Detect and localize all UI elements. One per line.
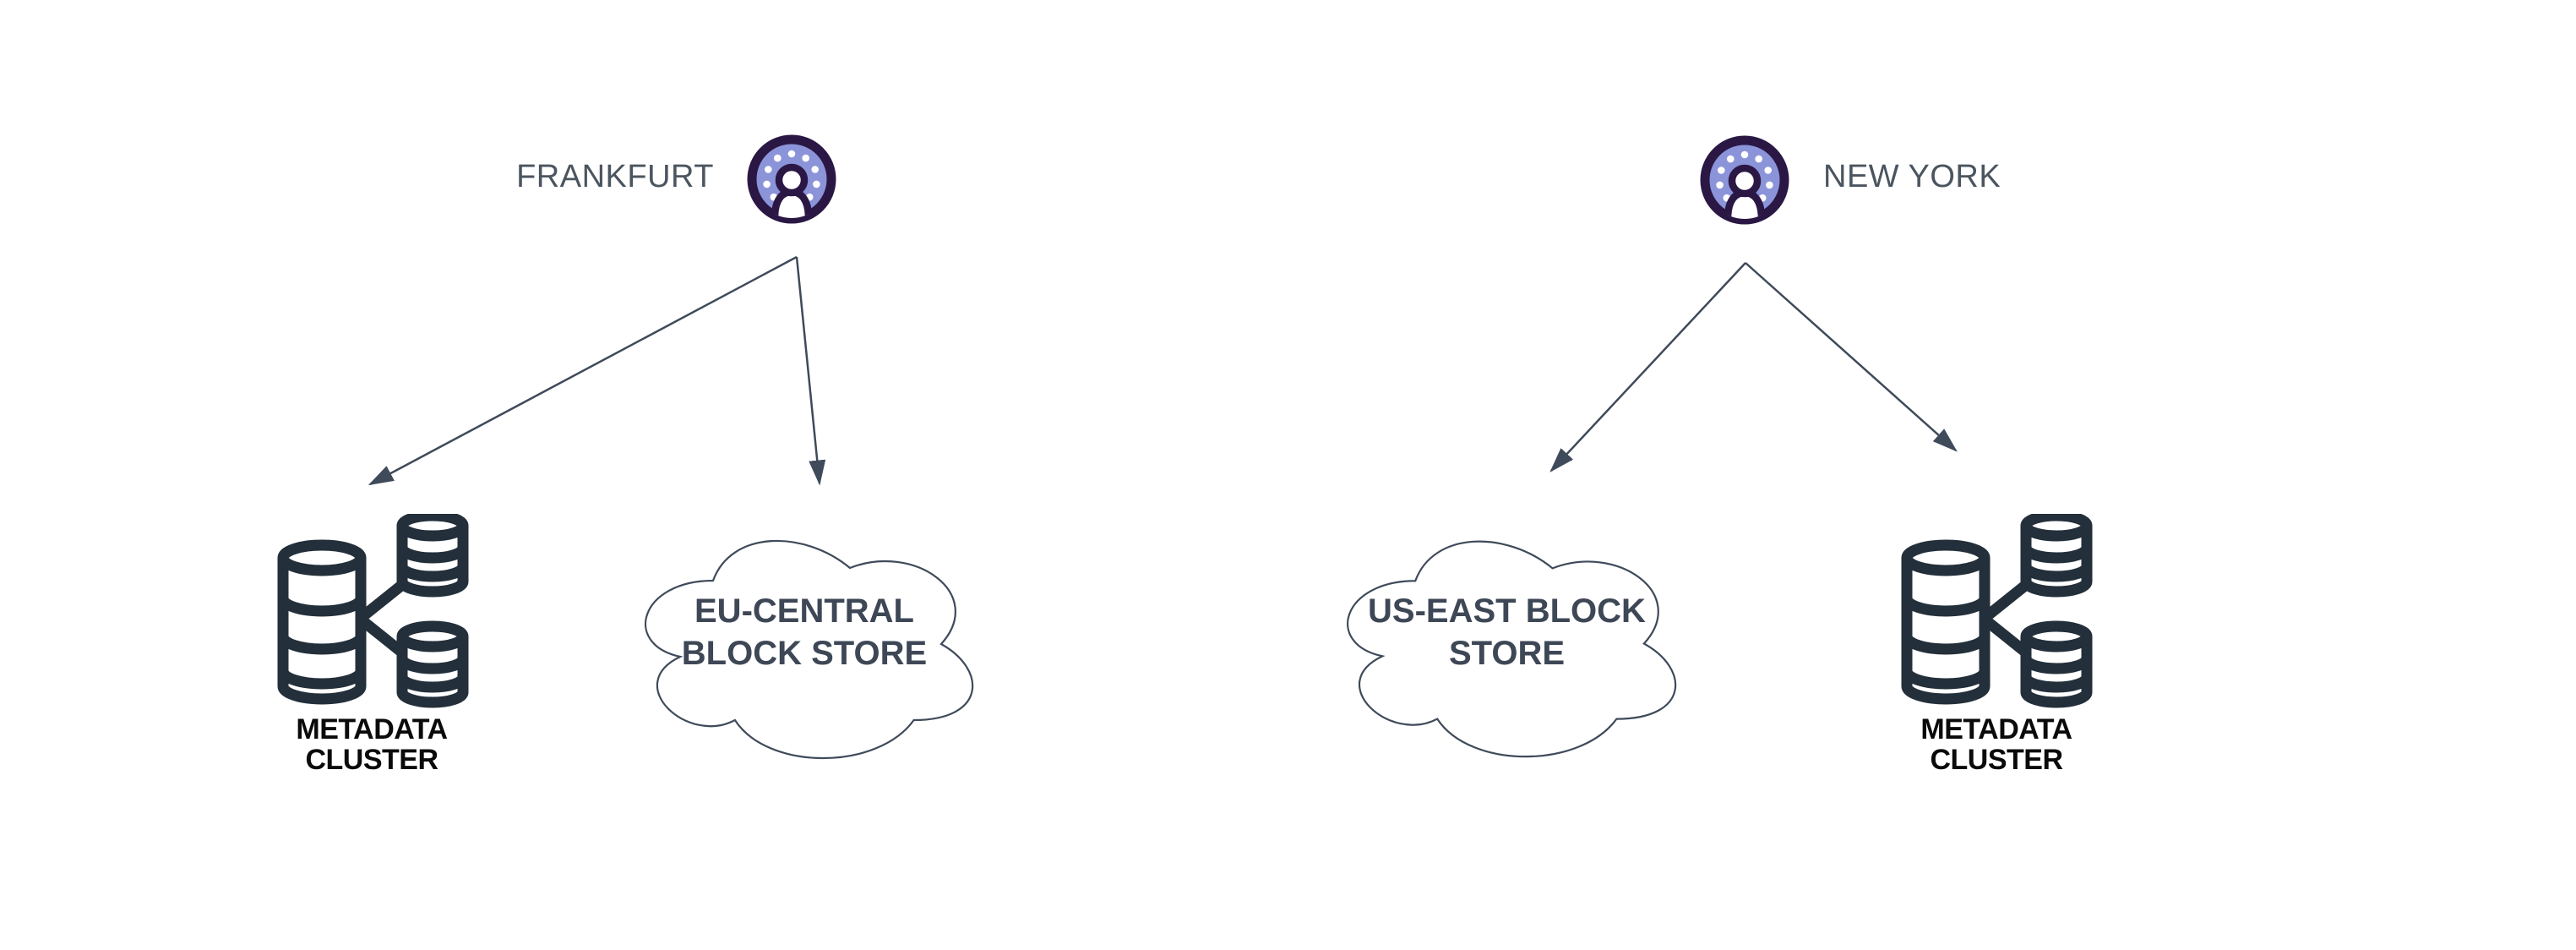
metadata-cluster-label-newyork: METADATA CLUSTER xyxy=(1827,714,2165,775)
metadata-cluster-label-line2: CLUSTER xyxy=(305,744,438,776)
metadata-cluster-label-line1: METADATA xyxy=(296,713,448,745)
database-cluster-icon-frankfurt xyxy=(277,514,469,708)
users-icon-dots xyxy=(1716,150,1773,202)
block-store-label-line2: BLOCK STORE xyxy=(681,635,928,672)
cloud-icon xyxy=(645,539,974,759)
region-label-frankfurt: FRANKFURT xyxy=(516,159,714,194)
block-store-label-eu-central: EU-CENTRAL BLOCK STORE xyxy=(622,505,987,759)
block-store-label-line2: STORE xyxy=(1448,634,1566,672)
block-store-cloud-eu-central: EU-CENTRAL BLOCK STORE xyxy=(622,517,987,771)
database-cluster-icon-newyork xyxy=(1901,514,2093,708)
users-icon-newyork xyxy=(1700,135,1789,225)
metadata-cluster-label-frankfurt: METADATA CLUSTER xyxy=(203,714,541,775)
cloud-icon xyxy=(1347,540,1677,758)
block-store-label-line1: US-EAST BLOCK xyxy=(1368,592,1646,630)
metadata-cluster-label-line1: METADATA xyxy=(1920,713,2072,745)
block-store-label-line1: EU-CENTRAL xyxy=(694,592,914,630)
block-store-label-us-east: US-EAST BLOCK STORE xyxy=(1324,506,1690,757)
arrow-frankfurt-to-metadata-cluster xyxy=(368,255,798,486)
metadata-cluster-label-line2: CLUSTER xyxy=(1930,744,2063,776)
arrow-newyork-to-block-store xyxy=(1549,262,1746,472)
arrow-frankfurt-to-block-store xyxy=(795,256,826,486)
users-icon-frankfurt xyxy=(747,134,836,224)
region-label-newyork: NEW YORK xyxy=(1823,159,2001,194)
block-store-cloud-us-east: US-EAST BLOCK STORE xyxy=(1324,518,1690,769)
arrow-newyork-to-metadata-cluster xyxy=(1745,262,1958,452)
